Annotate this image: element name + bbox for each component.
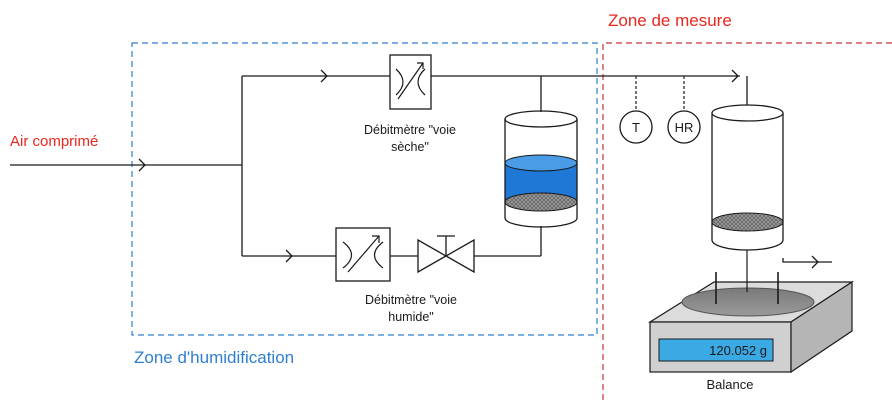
zone-humidification-label: Zone d'humidification	[134, 348, 294, 367]
dry-flowmeter	[389, 54, 432, 110]
humidity-sensor	[667, 110, 701, 144]
balance-display	[658, 338, 774, 362]
outlet-arrow	[811, 255, 819, 269]
balance-plate	[681, 287, 815, 317]
measurement-column	[711, 104, 784, 304]
balance: 120.052 g	[647, 280, 855, 374]
wet-flowmeter	[335, 227, 391, 282]
temperature-sensor	[619, 110, 653, 144]
wet-valve	[417, 235, 475, 274]
wet-arrow	[285, 249, 293, 263]
inlet-arrow	[138, 158, 146, 172]
dry-flowmeter-label-1: Débitmètre "voie	[364, 123, 456, 137]
temperature-sensor-label: T	[632, 120, 640, 135]
humidifier-vessel	[504, 110, 578, 228]
dry-flowmeter-label-2: sèche"	[391, 140, 429, 154]
zone-humidification-box	[131, 42, 598, 336]
outlet-pipe	[782, 258, 832, 263]
wet-flowmeter-label-1: Débitmètre "voie	[365, 293, 457, 307]
balance-label: Balance	[707, 377, 754, 392]
wet-flowmeter-label-2: humide"	[388, 310, 433, 324]
dry-arrow	[320, 69, 328, 83]
air-input-label: Air comprimé	[10, 133, 98, 150]
zone-mesure-label: Zone de mesure	[608, 11, 732, 30]
humidity-sensor-label: HR	[675, 120, 694, 135]
dry-outlet-arrow	[731, 69, 739, 83]
balance-reading: 120.052 g	[709, 343, 767, 358]
